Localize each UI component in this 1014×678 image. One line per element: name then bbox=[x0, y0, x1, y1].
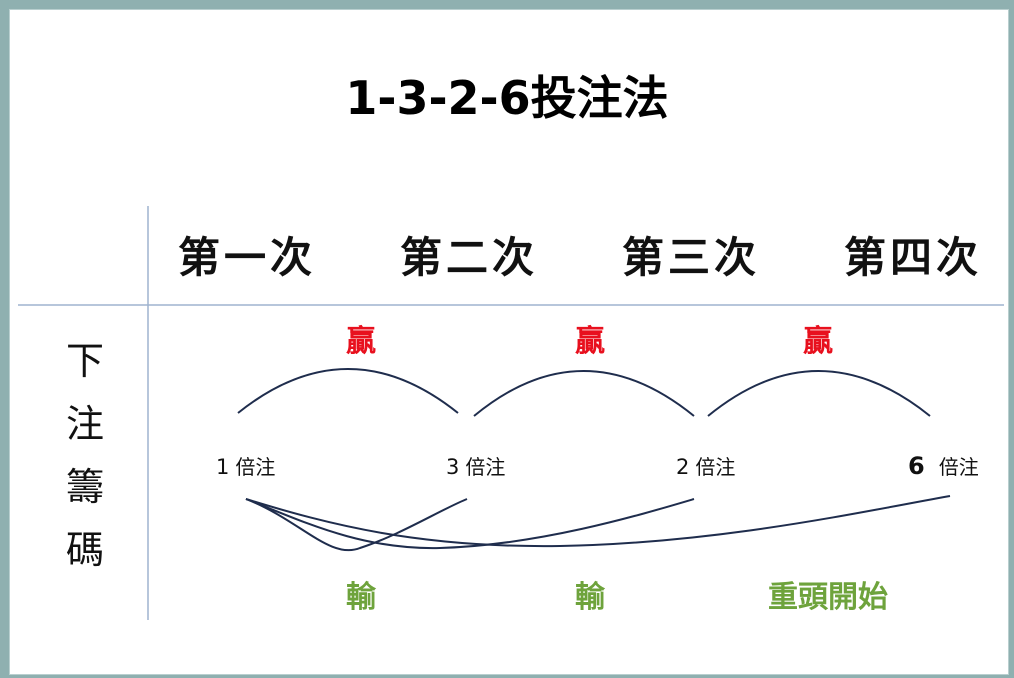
slide-panel bbox=[9, 9, 1009, 675]
win-label-2: 贏 bbox=[575, 324, 605, 359]
diagram-title: 1-3-2-6投注法 bbox=[345, 71, 669, 125]
stake-unit: 倍注 bbox=[465, 455, 506, 479]
lose-label-2: 輸 bbox=[575, 580, 605, 615]
row-label-char: 籌 bbox=[65, 465, 104, 509]
row-label-char: 碼 bbox=[65, 528, 104, 572]
stake-4: 6 倍注 bbox=[908, 451, 979, 480]
stake-unit: 倍注 bbox=[938, 455, 979, 479]
column-header-3: 第三次 bbox=[622, 233, 761, 282]
row-label-char: 注 bbox=[65, 402, 104, 446]
lose-curve-2 bbox=[245, 498, 695, 550]
row-label: 下 注 籌 碼 bbox=[62, 330, 108, 582]
column-header-1: 第一次 bbox=[178, 233, 317, 282]
column-header-4: 第四次 bbox=[844, 233, 983, 282]
win-label-1: 贏 bbox=[346, 324, 376, 359]
stake-number: 2 bbox=[676, 455, 690, 479]
reset-label: 重頭開始 bbox=[768, 580, 888, 615]
win-arc-3 bbox=[707, 370, 931, 417]
win-arc-1 bbox=[237, 368, 459, 414]
stake-unit: 倍注 bbox=[235, 455, 276, 479]
stake-number: 6 bbox=[908, 452, 925, 480]
lose-curve-1 bbox=[245, 498, 468, 551]
win-label-3: 贏 bbox=[803, 324, 833, 359]
lose-label-1: 輸 bbox=[346, 580, 376, 615]
stake-number: 1 bbox=[216, 455, 230, 479]
column-header-2: 第二次 bbox=[400, 233, 539, 282]
reset-curve bbox=[245, 495, 951, 548]
row-label-char: 下 bbox=[65, 339, 104, 383]
stake-unit: 倍注 bbox=[695, 455, 736, 479]
stake-number: 3 bbox=[446, 455, 460, 479]
win-arc-2 bbox=[473, 370, 695, 417]
